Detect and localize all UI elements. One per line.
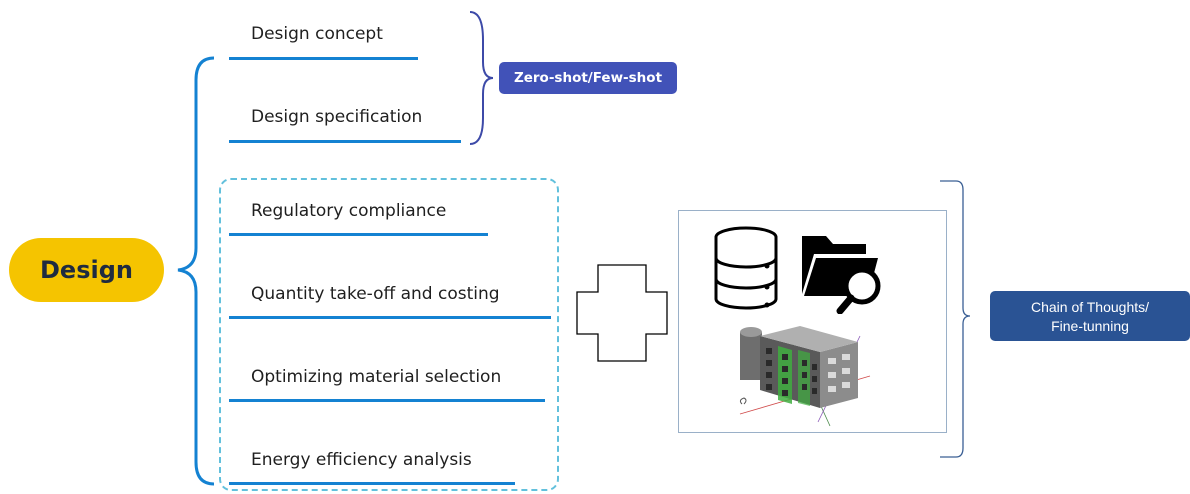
tag-cot-line1: Chain of Thoughts/ xyxy=(1030,298,1150,315)
item-underline xyxy=(229,316,551,319)
plus-outline-icon xyxy=(576,264,668,362)
database-icon xyxy=(714,226,778,310)
item-underline xyxy=(229,140,461,143)
item-energy-efficiency: Energy efficiency analysis xyxy=(251,450,472,470)
item-design-concept: Design concept xyxy=(251,24,383,44)
top-group-brace xyxy=(469,11,494,145)
item-underline xyxy=(229,233,488,236)
item-underline xyxy=(229,57,418,60)
folder-search-icon xyxy=(802,236,881,314)
main-brace xyxy=(177,56,215,486)
tag-zero-few-shot: Zero-shot/Few-shot xyxy=(499,62,677,94)
root-node-design: Design xyxy=(9,238,164,302)
item-optimizing-material: Optimizing material selection xyxy=(251,367,502,387)
item-underline xyxy=(229,482,515,485)
item-quantity-takeoff: Quantity take-off and costing xyxy=(251,284,500,304)
item-design-specification: Design specification xyxy=(251,107,423,127)
item-regulatory-compliance: Regulatory compliance xyxy=(251,201,447,221)
tag-cot-line2: Fine-tunning xyxy=(1051,317,1129,334)
item-underline xyxy=(229,399,545,402)
tag-chain-of-thoughts: Chain of Thoughts/ Fine-tunning xyxy=(990,291,1190,341)
image-bracket xyxy=(940,180,971,458)
dashed-group-box xyxy=(219,178,559,491)
building-model-icon xyxy=(739,326,871,427)
